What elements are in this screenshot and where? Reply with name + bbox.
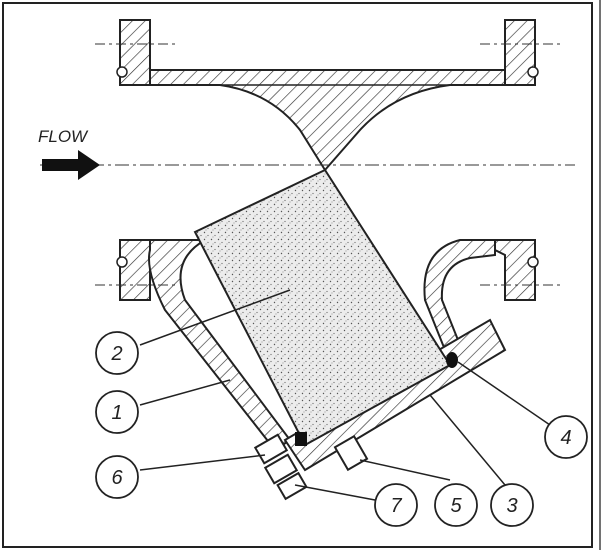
gasket [446,352,458,368]
right-flange-bolt-top [527,66,539,78]
left-flange-bolt-top [116,66,128,78]
drain-bolt-assembly [253,432,369,501]
callout-7-label: 7 [390,495,402,517]
callout-4-label: 4 [560,427,571,449]
flow-label: FLOW [38,127,89,146]
callout-4: 4 [544,415,588,459]
leader-2 [139,289,291,346]
left-flange-bolt-bottom [116,256,128,268]
leader-4 [457,361,551,426]
callout-6: 6 [95,455,139,499]
leader-5 [359,459,451,481]
flow-arrow-icon [42,150,100,180]
callout-2: 2 [95,331,139,375]
leader-3 [429,394,506,486]
callout-1: 1 [95,390,139,434]
leader-6 [139,454,266,471]
right-flange-bottom [494,239,536,301]
callout-1-label: 1 [111,402,122,424]
callout-3: 3 [490,483,534,527]
callout-3-label: 3 [506,495,517,517]
leader-7 [294,484,376,501]
callout-7: 7 [374,483,418,527]
callout-2-label: 2 [110,343,122,365]
callout-5: 5 [434,483,478,527]
leader-1 [139,379,231,406]
outer-frame [2,2,593,548]
callout-6-label: 6 [111,467,123,489]
right-flange-bolt-bottom [527,256,539,268]
callout-5-label: 5 [450,495,462,517]
body-top-wall [149,69,506,172]
